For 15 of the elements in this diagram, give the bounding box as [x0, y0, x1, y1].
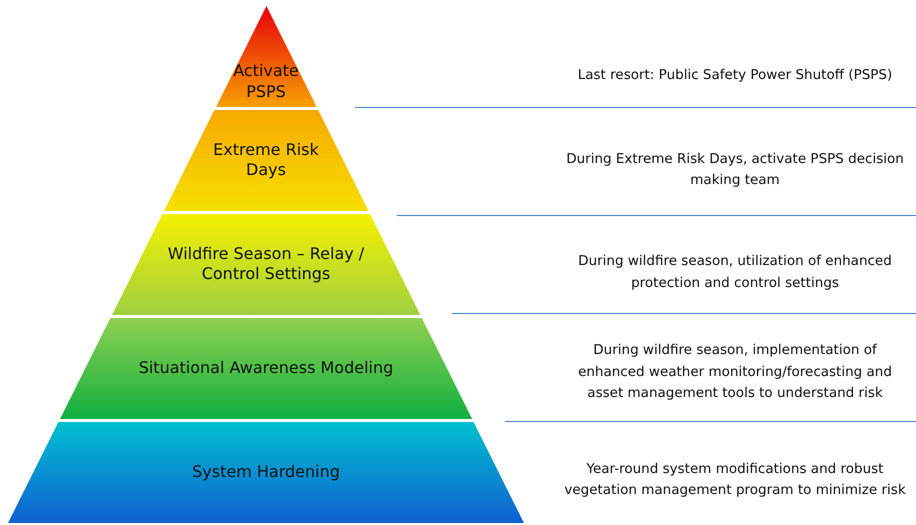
tier-label: System Hardening: [191, 462, 341, 483]
pyramid-tier: [164, 110, 368, 211]
description-text: Year-round system modifications and robust vegetation management program to minimize risk: [563, 460, 907, 500]
tier-label: Situational Awareness Modeling: [138, 358, 394, 379]
tier-label: Activate PSPS: [232, 61, 300, 103]
description-text: Last resort: Public Safety Power Shutoff (PSPS): [576, 66, 894, 85]
pyramid-tier: [112, 214, 420, 315]
tier-label: Wildfire Season – Relay / Control Settings: [167, 244, 365, 286]
pyramid-tier: [216, 6, 316, 107]
description-text: During wildfire season, utilization of enhanced protection and control settings: [577, 252, 893, 293]
tier-label: Extreme Risk Days: [212, 140, 320, 182]
description-text: During wildfire season, implementation of enhanced weather monitoring/forecasting and asset management tools to understand risk: [577, 341, 893, 404]
pyramid-tier: [8, 422, 524, 523]
description-text: During Extreme Risk Days, activate PSPS decision making team: [565, 150, 905, 190]
pyramid-tier: [60, 318, 472, 419]
